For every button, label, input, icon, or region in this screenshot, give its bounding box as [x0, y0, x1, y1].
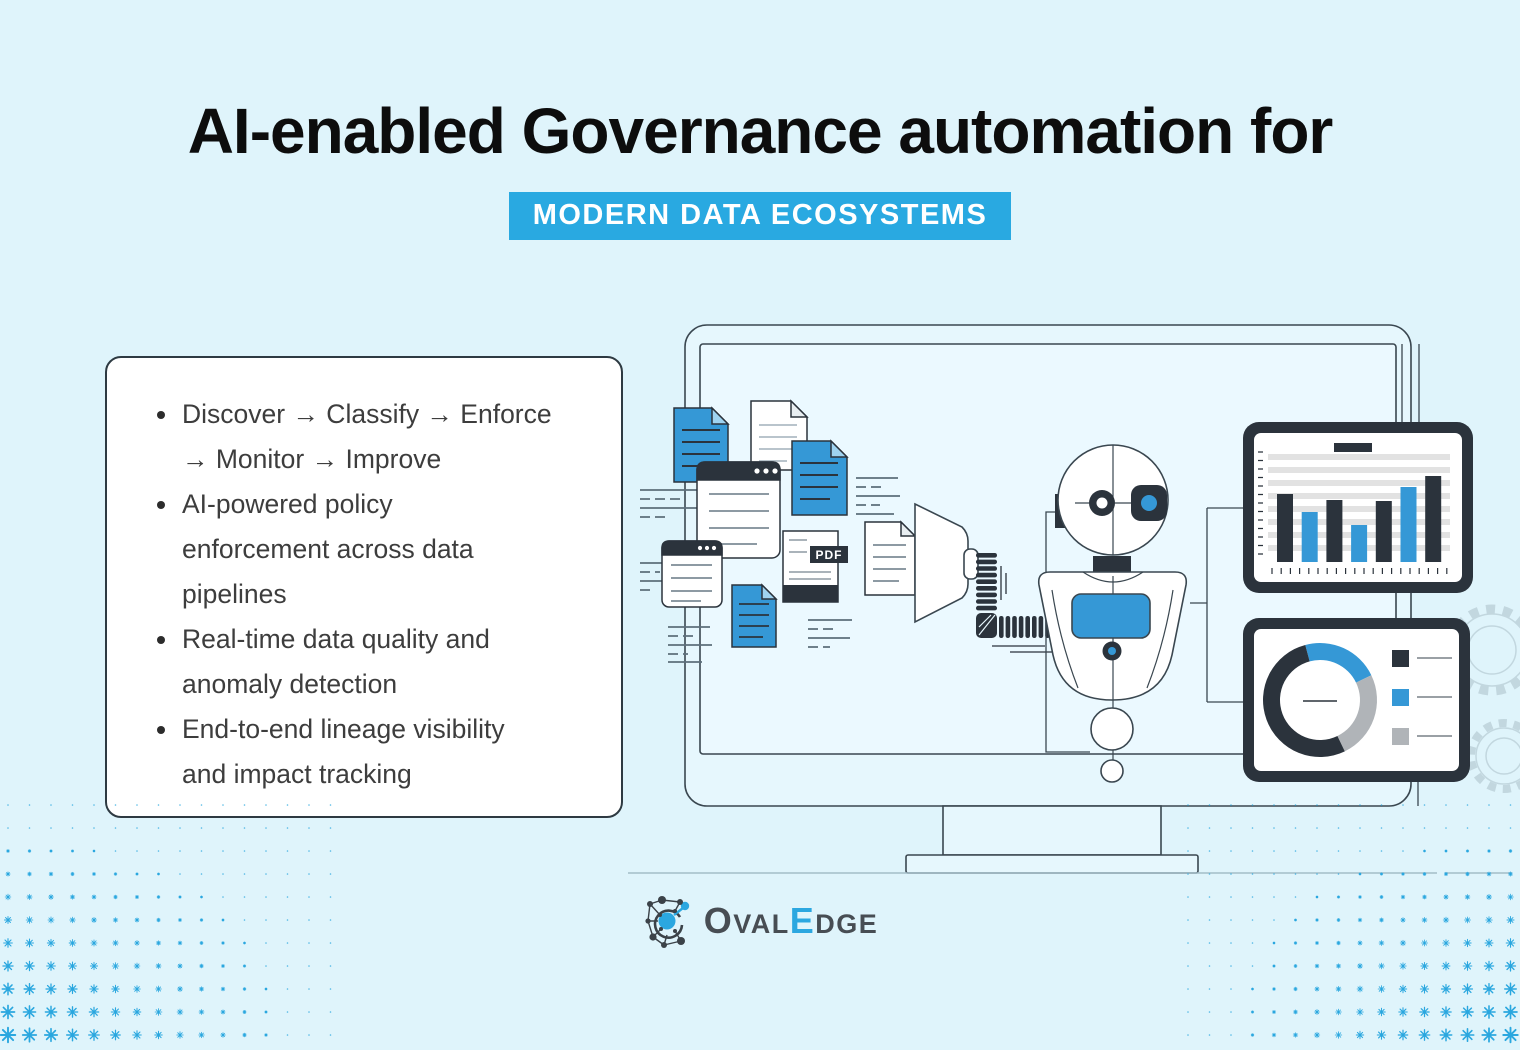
- bar-series: [1277, 476, 1442, 562]
- feature-card: Discover → Classify → Enforce → Monitor …: [105, 356, 623, 818]
- donut-chart-panel: [1243, 618, 1470, 782]
- logo: OVALEDGE: [0, 893, 1520, 949]
- hose-vertical: [976, 553, 997, 611]
- list-item: Discover → Classify → Enforce → Monitor …: [155, 392, 595, 482]
- text-lines: [640, 477, 900, 663]
- list-item: End-to-end lineage visibility and impact…: [155, 707, 595, 797]
- badge-container: MODERN DATA ECOSYSTEMS: [0, 192, 1520, 240]
- bar-chart-panel: [1243, 422, 1473, 593]
- document-icon-blue: [731, 583, 778, 648]
- subtitle-badge: MODERN DATA ECOSYSTEMS: [508, 192, 1012, 240]
- chart-title-bar: [1334, 443, 1372, 452]
- document-icon-blue: [791, 439, 849, 516]
- robot: [1037, 444, 1188, 783]
- list-item: Real-time data quality and anomaly detec…: [155, 617, 595, 707]
- pdf-document-icon: PDF: [782, 530, 848, 603]
- documents: PDF: [661, 399, 917, 648]
- x-axis-ticks: [1271, 568, 1448, 574]
- robot-neck: [1093, 556, 1131, 576]
- list-item: AI-powered policy enforcement across dat…: [155, 482, 595, 617]
- document-icon-white: [864, 520, 917, 596]
- y-axis-ticks: [1258, 451, 1263, 555]
- donut-series: [1263, 643, 1377, 757]
- connector-lines: [1045, 344, 1420, 806]
- star-pattern-right: [1187, 804, 1519, 1044]
- funnel-icon: [914, 502, 979, 624]
- star-pattern-left: [0, 804, 332, 1044]
- robot-chest-screen: [1071, 593, 1151, 639]
- logo-icon: [645, 896, 689, 948]
- monitor-stand: [942, 805, 1162, 856]
- browser-window-icon: [661, 540, 723, 608]
- gear-icon: [1467, 719, 1520, 793]
- monitor-base: [905, 854, 1199, 874]
- monitor: [684, 324, 1412, 874]
- pdf-label: PDF: [816, 548, 843, 562]
- chart-legend: [1392, 650, 1452, 745]
- illustration: PDF: [628, 324, 1520, 874]
- robot-pelvis: [1090, 707, 1134, 751]
- robot-foot: [1100, 759, 1124, 783]
- page-title: AI-enabled Governance automation for: [187, 95, 1334, 167]
- logo-wordmark: OVALEDGE: [703, 900, 879, 941]
- feature-list: Discover → Classify → Enforce → Monitor …: [107, 358, 621, 797]
- browser-window-icon: [696, 461, 781, 559]
